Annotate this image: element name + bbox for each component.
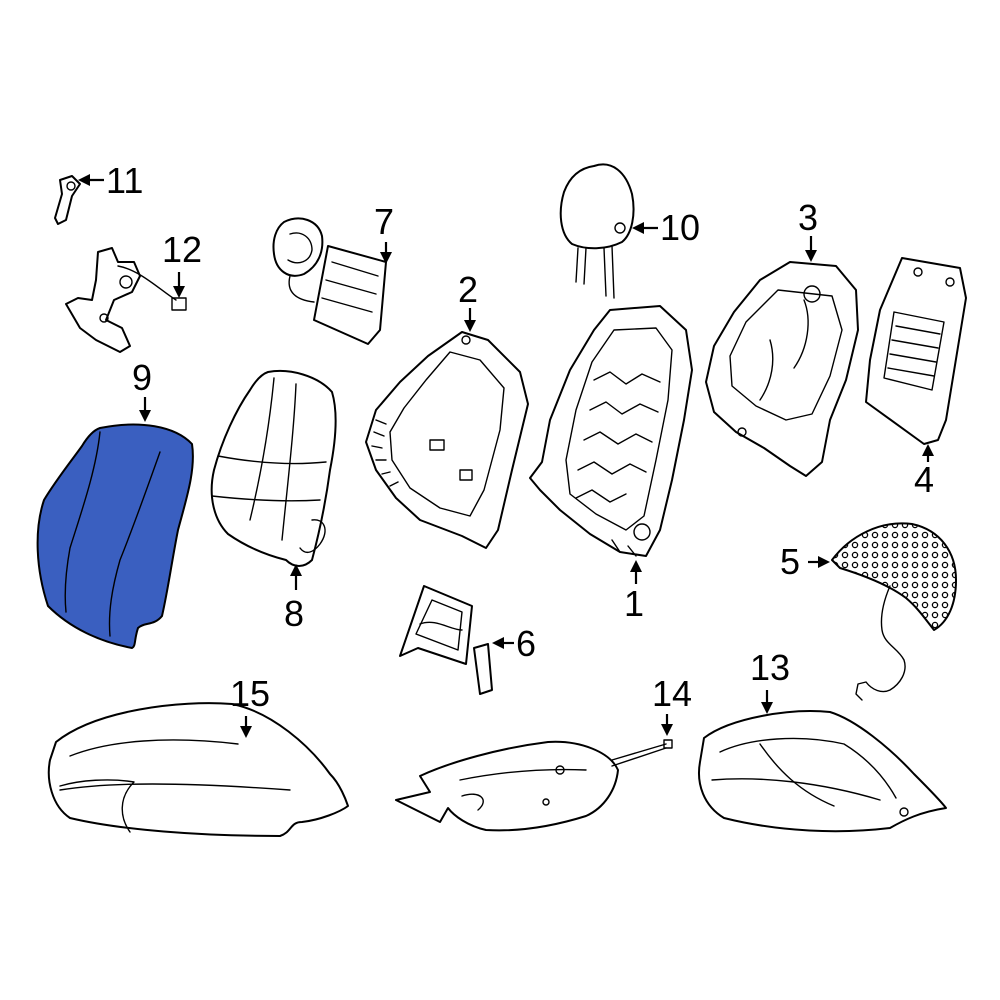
callout-8: 8 bbox=[284, 564, 304, 634]
callout-6: 6 bbox=[492, 623, 536, 664]
part-1-seat-back-frame[interactable] bbox=[529, 305, 693, 557]
svg-text:8: 8 bbox=[284, 593, 304, 634]
callout-15: 15 bbox=[230, 673, 270, 738]
callout-5: 5 bbox=[780, 541, 830, 582]
part-7-lumbar-pad[interactable] bbox=[272, 217, 387, 345]
part-2-seat-back-frame[interactable] bbox=[365, 331, 529, 549]
svg-text:15: 15 bbox=[230, 673, 270, 714]
part-3-seat-back-shell[interactable] bbox=[705, 261, 859, 477]
callout-12: 12 bbox=[162, 229, 202, 298]
callout-13: 13 bbox=[750, 647, 790, 714]
svg-text:1: 1 bbox=[624, 583, 644, 624]
callout-3: 3 bbox=[798, 197, 818, 262]
svg-text:14: 14 bbox=[652, 673, 692, 714]
svg-text:3: 3 bbox=[798, 197, 818, 238]
svg-text:2: 2 bbox=[458, 269, 478, 310]
part-6-control-module[interactable] bbox=[399, 585, 493, 695]
callout-14: 14 bbox=[652, 673, 692, 736]
callout-2: 2 bbox=[458, 269, 478, 332]
part-8-seat-back-pad[interactable] bbox=[210, 370, 337, 567]
svg-text:5: 5 bbox=[780, 541, 800, 582]
callout-9: 9 bbox=[132, 357, 152, 422]
svg-text:13: 13 bbox=[750, 647, 790, 688]
svg-text:11: 11 bbox=[106, 160, 143, 201]
callout-11: 11 bbox=[78, 160, 143, 201]
part-11-clip[interactable] bbox=[54, 175, 81, 225]
callout-7: 7 bbox=[374, 201, 394, 264]
callout-1: 1 bbox=[624, 560, 644, 624]
svg-text:7: 7 bbox=[374, 201, 394, 242]
part-9-seat-back-cover[interactable] bbox=[36, 423, 194, 649]
svg-text:4: 4 bbox=[914, 459, 934, 500]
part-13-seat-cushion-pad[interactable] bbox=[698, 710, 947, 833]
part-14-sensor-mat[interactable] bbox=[395, 739, 673, 832]
svg-text:9: 9 bbox=[132, 357, 152, 398]
part-4-back-panel[interactable] bbox=[865, 257, 967, 445]
part-12-bracket[interactable] bbox=[65, 247, 187, 353]
svg-text:6: 6 bbox=[516, 623, 536, 664]
callout-4: 4 bbox=[914, 444, 934, 500]
svg-text:10: 10 bbox=[660, 207, 700, 248]
part-15-seat-cushion-cover[interactable] bbox=[47, 702, 349, 837]
part-5-heater-mat[interactable] bbox=[831, 522, 957, 701]
part-10-headrest[interactable] bbox=[559, 163, 635, 299]
callout-10: 10 bbox=[632, 207, 700, 248]
svg-text:12: 12 bbox=[162, 229, 202, 270]
